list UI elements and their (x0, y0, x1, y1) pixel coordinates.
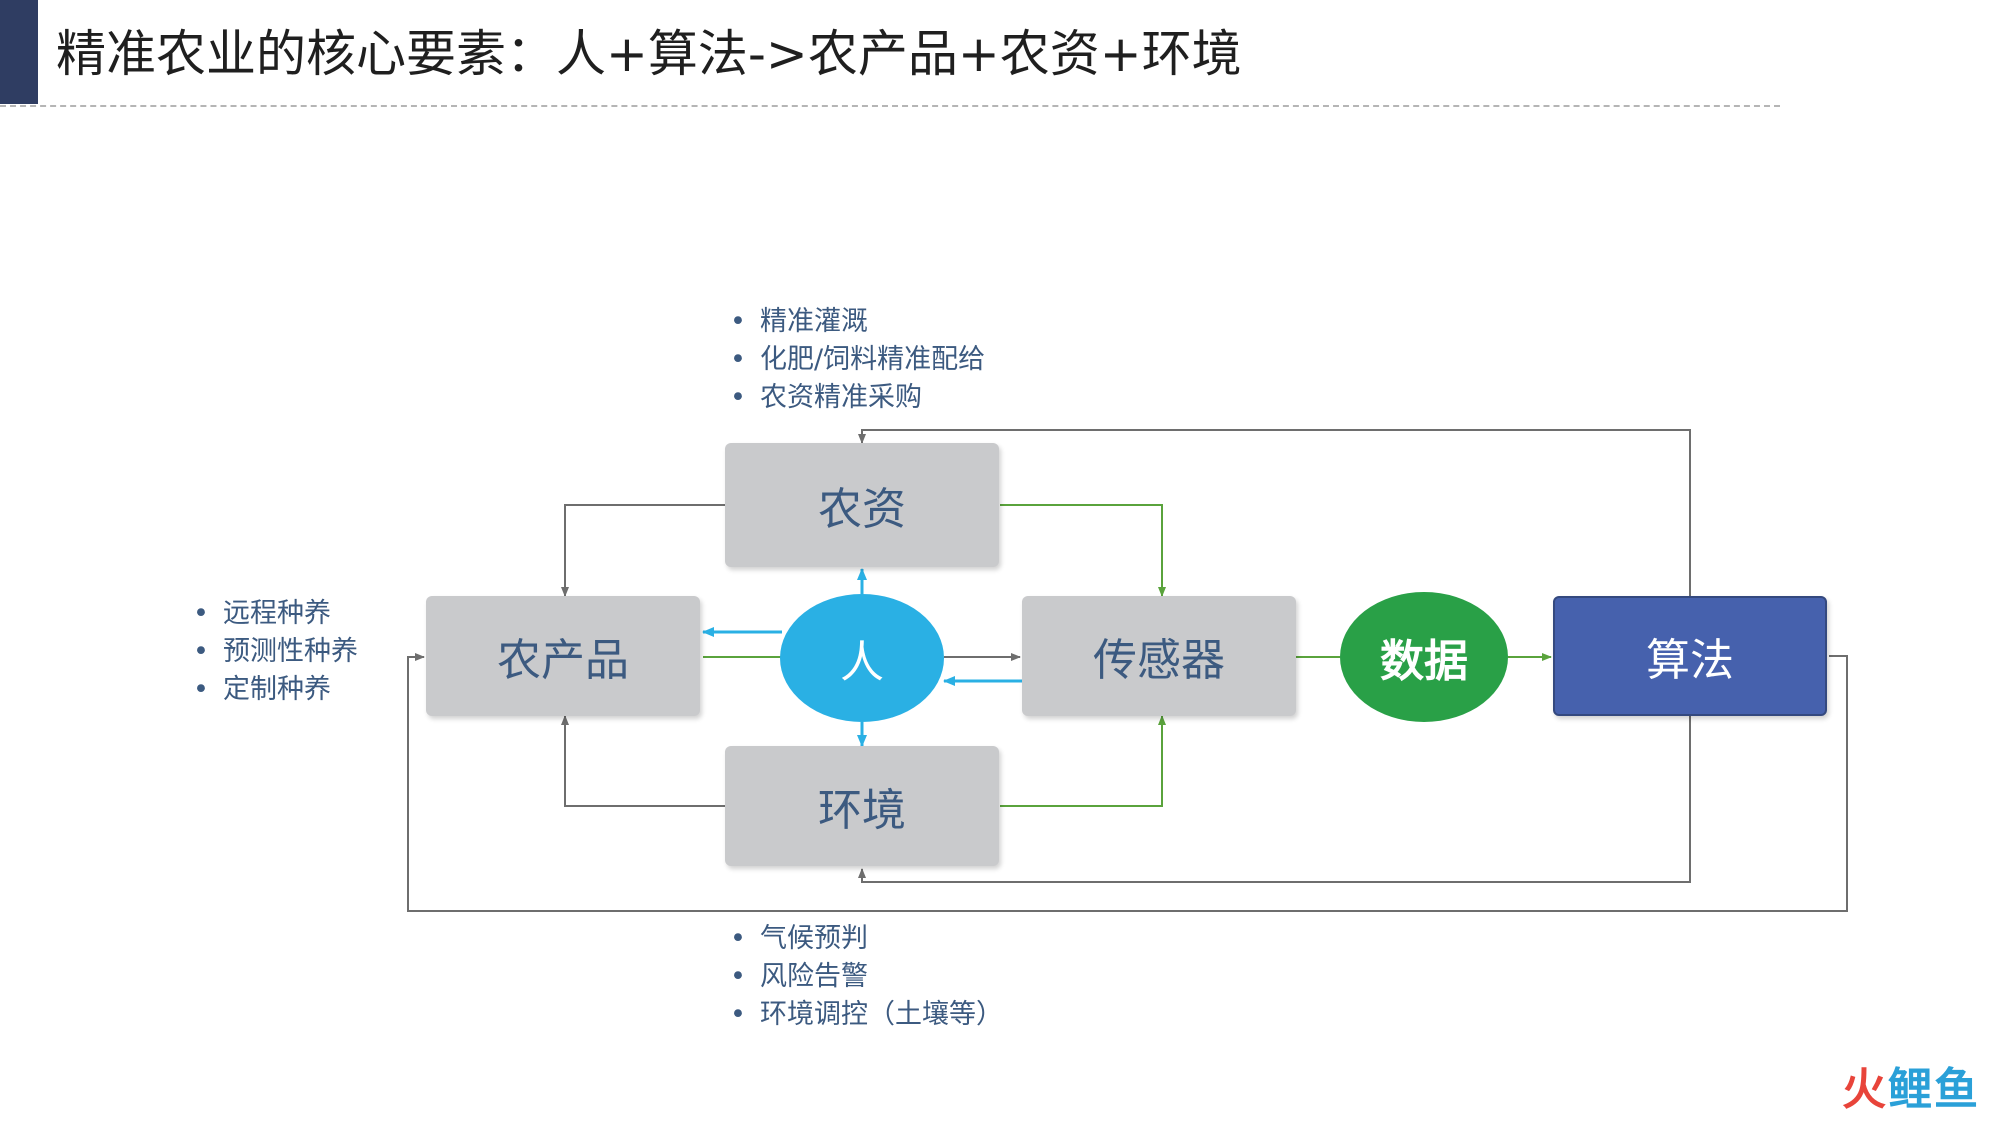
node-chuanganqi: 传感器 (1022, 596, 1296, 716)
connector-suanfa-to-nongzi (858, 429, 1691, 596)
connector-nongzi-to-nongchanpin (561, 504, 728, 597)
bullet-item: 远程种养 (193, 595, 358, 633)
bullet-item: 环境调控（土壤等） (730, 996, 1003, 1034)
bullets-huanjing: 气候预判 风险告警 环境调控（土壤等） (730, 920, 1003, 1034)
node-nongchanpin: 农产品 (426, 596, 700, 716)
node-ren: 人 (780, 594, 944, 722)
bullets-nongchanpin: 远程种养 预测性种养 定制种养 (193, 595, 358, 709)
watermark-part2: 鲤鱼 (1888, 1064, 1980, 1115)
connector-huanjing-to-chuanganqi (1000, 715, 1166, 807)
page-title: 精准农业的核心要素：人+算法->农产品+农资+环境 (56, 25, 1242, 83)
bullets-nongzi: 精准灌溉 化肥/饲料精准配给 农资精准采购 (730, 303, 985, 417)
connector-huanjing-to-nongchanpin (561, 715, 728, 807)
connector-nongzi-to-chuanganqi (1000, 504, 1166, 597)
node-nongzi: 农资 (725, 443, 999, 567)
connector-suanfa-to-huanjing (858, 716, 1691, 883)
title-accent-bar (0, 0, 38, 104)
bullet-item: 风险告警 (730, 958, 1003, 996)
bullet-item: 气候预判 (730, 920, 1003, 958)
bullet-item: 预测性种养 (193, 633, 358, 671)
bullet-item: 农资精准采购 (730, 379, 985, 417)
node-huanjing: 环境 (725, 746, 999, 866)
watermark-part1: 火 (1842, 1064, 1888, 1115)
connector-suanfa-to-nongchanpin (407, 653, 1848, 912)
bullet-item: 化肥/饲料精准配给 (730, 341, 985, 379)
bullet-item: 定制种养 (193, 671, 358, 709)
watermark-logo: 火鲤鱼 (1842, 1053, 1980, 1117)
bullet-item: 精准灌溉 (730, 303, 985, 341)
title-divider (0, 105, 1780, 107)
node-suanfa: 算法 (1553, 596, 1827, 716)
node-shuju: 数据 (1340, 592, 1508, 722)
